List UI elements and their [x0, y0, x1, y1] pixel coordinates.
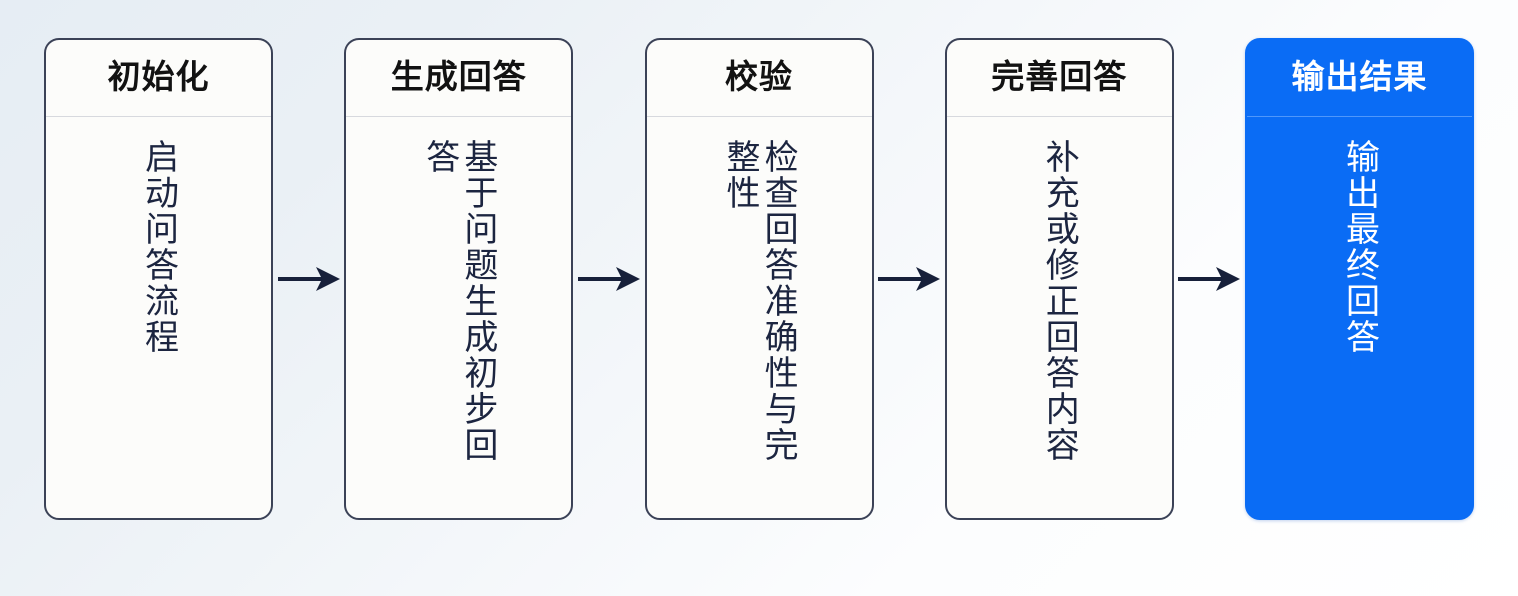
- step-body-text-2: 基于问题生成初步回答: [420, 139, 497, 463]
- step-divider-5: [1247, 116, 1472, 117]
- step-title-1: 初始化: [107, 57, 210, 95]
- step-body-3: 检查回答准确性与完整性: [647, 117, 872, 518]
- connector-arrow-3: [874, 38, 945, 520]
- flow-step-card-2[interactable]: 生成回答 基于问题生成初步回答: [344, 38, 574, 520]
- arrow-right-icon: [878, 267, 941, 291]
- step-divider-3: [646, 116, 872, 117]
- step-body-text-3: 检查回答准确性与完整性: [721, 139, 798, 463]
- arrow-right-icon: [277, 267, 340, 291]
- flow-step-card-4[interactable]: 完善回答 补充或修正回答内容: [944, 38, 1174, 520]
- arrow-right-icon: [577, 267, 640, 291]
- step-body-2: 基于问题生成初步回答: [346, 117, 571, 518]
- connector-arrow-1: [273, 38, 344, 520]
- step-title-2: 生成回答: [390, 57, 527, 95]
- step-body-1: 启动问答流程: [46, 117, 271, 518]
- connector-arrow-2: [573, 38, 644, 520]
- step-body-text-4: 补充或修正回答内容: [1040, 139, 1079, 463]
- flow-step-card-3[interactable]: 校验 检查回答准确性与完整性: [644, 38, 874, 520]
- arrow-right-icon: [1178, 267, 1241, 291]
- step-divider-2: [346, 116, 572, 117]
- step-divider-1: [46, 116, 271, 117]
- step-title-4: 完善回答: [991, 57, 1128, 95]
- flow-step-card-1[interactable]: 初始化 启动问答流程: [44, 38, 273, 520]
- step-divider-4: [946, 116, 1172, 117]
- connector-arrow-4: [1174, 38, 1245, 520]
- step-body-text-1: 启动问答流程: [139, 139, 178, 355]
- flow-step-card-5[interactable]: 输出结果 输出最终回答: [1245, 38, 1474, 520]
- step-body-4: 补充或修正回答内容: [947, 117, 1172, 518]
- step-body-text-5: 输出最终回答: [1340, 139, 1379, 355]
- step-title-5: 输出结果: [1291, 57, 1428, 95]
- step-title-3: 校验: [725, 57, 793, 95]
- flow-row: 初始化 启动问答流程 生成回答 基于问题生成初步回答: [44, 38, 1474, 520]
- step-body-5: 输出最终回答: [1247, 117, 1472, 518]
